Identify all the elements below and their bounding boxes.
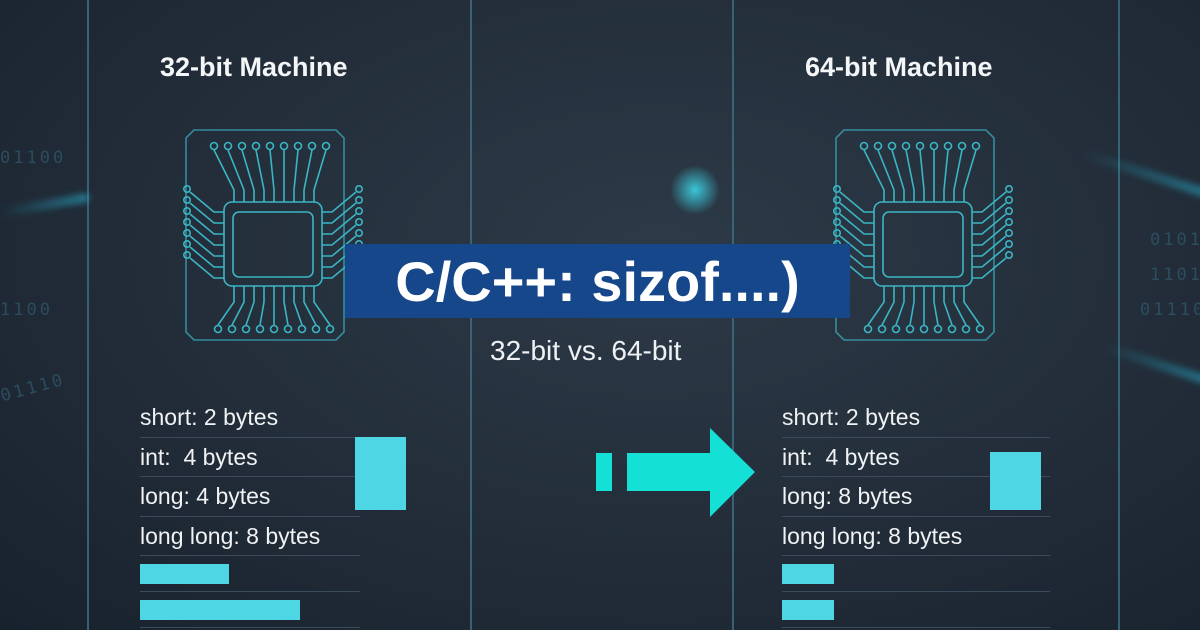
binary-decor: 01110: [0, 369, 68, 407]
right-size-table: short: 2 bytes int: 4 bytes long: 8 byte…: [782, 398, 1050, 628]
binary-decor: 0101: [1150, 230, 1200, 250]
bar-row: [140, 556, 360, 592]
size-row: long: 8 bytes: [782, 477, 1050, 517]
size-bar: [782, 600, 834, 620]
light-streak: [1101, 341, 1200, 389]
size-row: int: 4 bytes: [782, 438, 1050, 477]
cpu-chip-icon: [833, 129, 1014, 341]
bar-row: [140, 592, 360, 628]
size-row: long long: 8 bytes: [782, 517, 1050, 556]
arrow-right-icon: [596, 428, 755, 517]
bar-row: [782, 592, 1050, 628]
size-row: short: 2 bytes: [782, 398, 1050, 438]
size-bar: [140, 600, 300, 620]
cpu-chip-icon: [183, 129, 364, 341]
size-row: int: 4 bytes: [140, 438, 360, 477]
right-heading: 64-bit Machine: [805, 52, 993, 82]
size-block: [355, 437, 406, 510]
size-row: long long: 8 bytes: [140, 517, 360, 556]
left-heading: 32-bit Machine: [160, 52, 348, 82]
size-block: [990, 452, 1041, 510]
subtitle: 32-bit vs. 64-bit: [490, 335, 682, 366]
glow-dot: [670, 165, 720, 215]
light-streak: [0, 192, 91, 218]
binary-decor: 01100: [0, 148, 67, 168]
bar-row: [782, 556, 1050, 592]
size-bar: [782, 564, 834, 584]
size-row: long: 4 bytes: [140, 477, 360, 517]
left-size-table: short: 2 bytes int: 4 bytes long: 4 byte…: [140, 398, 360, 628]
binary-decor: 1101: [1150, 265, 1200, 285]
size-row: short: 2 bytes: [140, 398, 360, 438]
divider-line: [87, 0, 89, 630]
size-bar: [140, 564, 229, 584]
light-streak: [1081, 148, 1200, 202]
title: C/C++: sizof....): [395, 249, 800, 313]
binary-decor: 1100: [0, 300, 53, 320]
divider-line: [1118, 0, 1120, 630]
title-banner: C/C++: sizof....): [345, 244, 850, 318]
